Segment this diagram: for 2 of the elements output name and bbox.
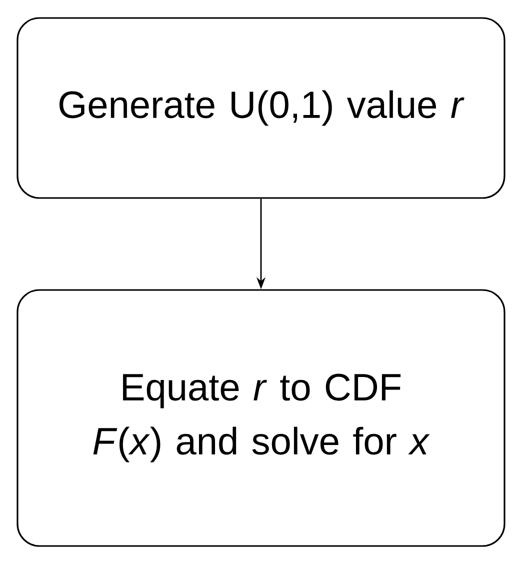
process-box: Equate r to CDF F(x) and solve for x [16, 289, 506, 547]
process-box: Generate U(0,1) value r [16, 17, 506, 199]
